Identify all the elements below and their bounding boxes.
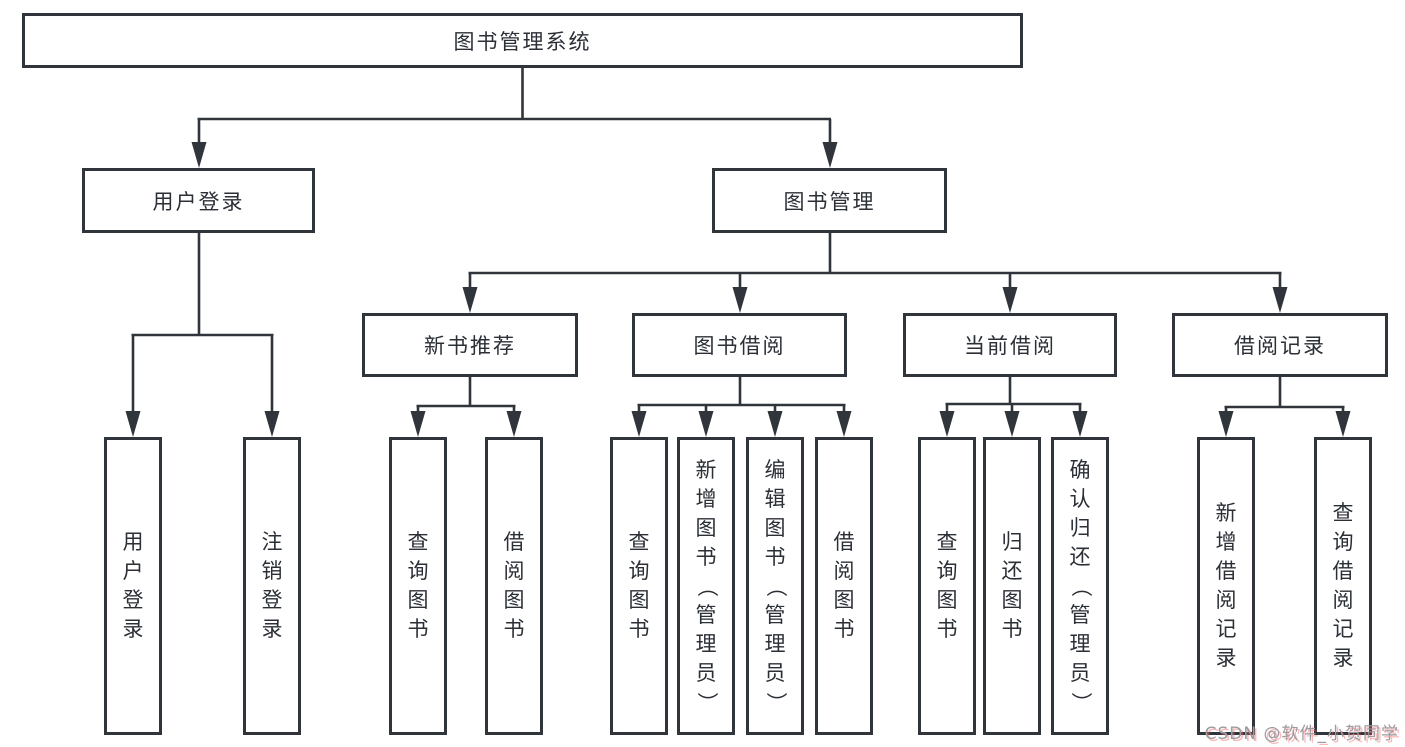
node-user-login: 用户登录 [82, 168, 315, 233]
node-borrowing-records: 借阅记录 [1172, 313, 1388, 377]
node-current-borrowing: 当前借阅 [903, 313, 1117, 377]
leaf-return-books: 归还图书 [983, 437, 1041, 735]
node-book-borrowing: 图书借阅 [632, 313, 847, 377]
leaf-add-books-admin: 新增图书（管理员） [677, 437, 735, 735]
leaf-query-books-recommend: 查询图书 [389, 437, 447, 735]
leaf-edit-books-admin: 编辑图书（管理员） [746, 437, 804, 735]
leaf-confirm-return-admin: 确认归还（管理员） [1051, 437, 1109, 735]
leaf-query-borrow-record: 查询借阅记录 [1314, 437, 1372, 735]
leaf-add-borrow-record: 新增借阅记录 [1197, 437, 1255, 735]
leaf-user-login: 用户登录 [104, 437, 162, 735]
leaf-logout: 注销登录 [243, 437, 301, 735]
node-library-management-system: 图书管理系统 [22, 13, 1023, 68]
node-book-management: 图书管理 [712, 168, 947, 233]
leaf-query-books-borrowing: 查询图书 [610, 437, 668, 735]
leaf-borrow-books-recommend: 借阅图书 [485, 437, 543, 735]
node-new-book-recommend: 新书推荐 [362, 313, 578, 377]
watermark: CSDN @软件_小贺同学 [1204, 724, 1399, 744]
leaf-query-books-current: 查询图书 [918, 437, 976, 735]
leaf-borrow-books-borrowing: 借阅图书 [815, 437, 873, 735]
